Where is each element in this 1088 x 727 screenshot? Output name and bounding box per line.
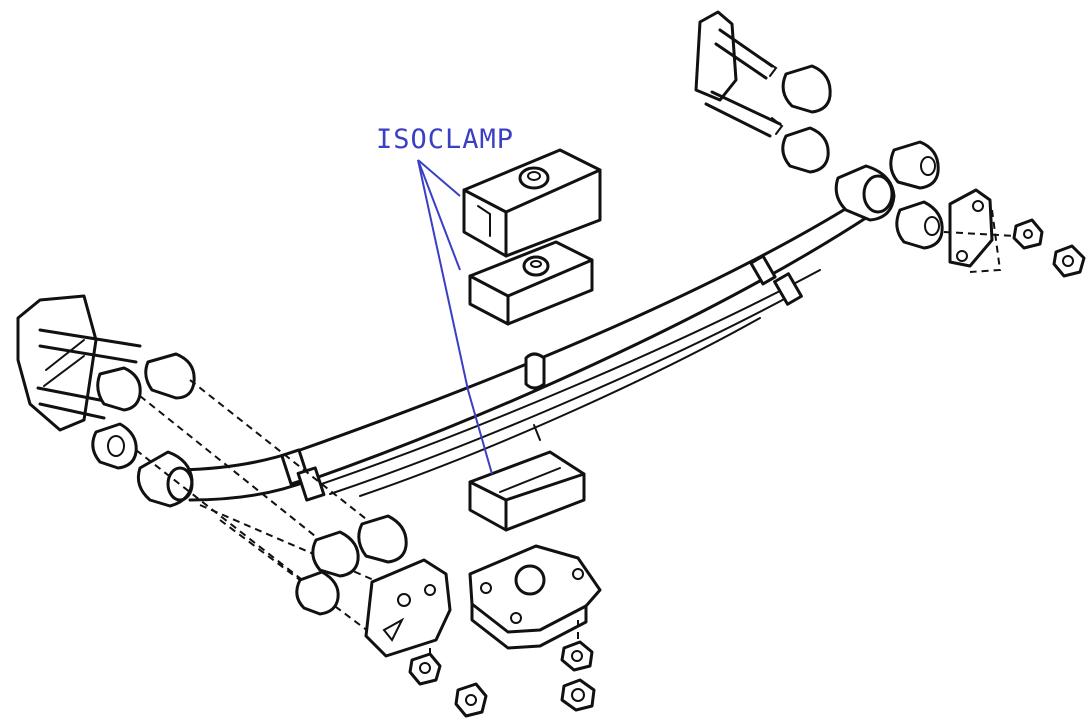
front-shackle-bushings: [295, 514, 408, 616]
leaf-spring: [136, 164, 896, 508]
front-shackle-nuts: [408, 652, 488, 718]
rear-hanger-bracket: [694, 10, 784, 138]
rear-shackle-nuts: [1012, 218, 1086, 278]
rear-shackle-plate: [943, 188, 1017, 273]
front-hanger-bracket: [16, 294, 142, 432]
rear-bushings: [781, 64, 944, 250]
isoclamp-callout-lines: [417, 159, 493, 475]
front-shackle-plate: [364, 558, 452, 658]
spring-plate-nuts: [560, 640, 596, 712]
isoclamp-callout-label: ISOCLAMP: [376, 124, 515, 155]
spring-plate: [468, 544, 602, 650]
isoclamp-lower-pad: [468, 450, 586, 532]
isoclamp-upper-pad: [462, 148, 602, 258]
isoclamp-middle-pad: [468, 240, 594, 326]
front-bushings: [91, 352, 196, 470]
